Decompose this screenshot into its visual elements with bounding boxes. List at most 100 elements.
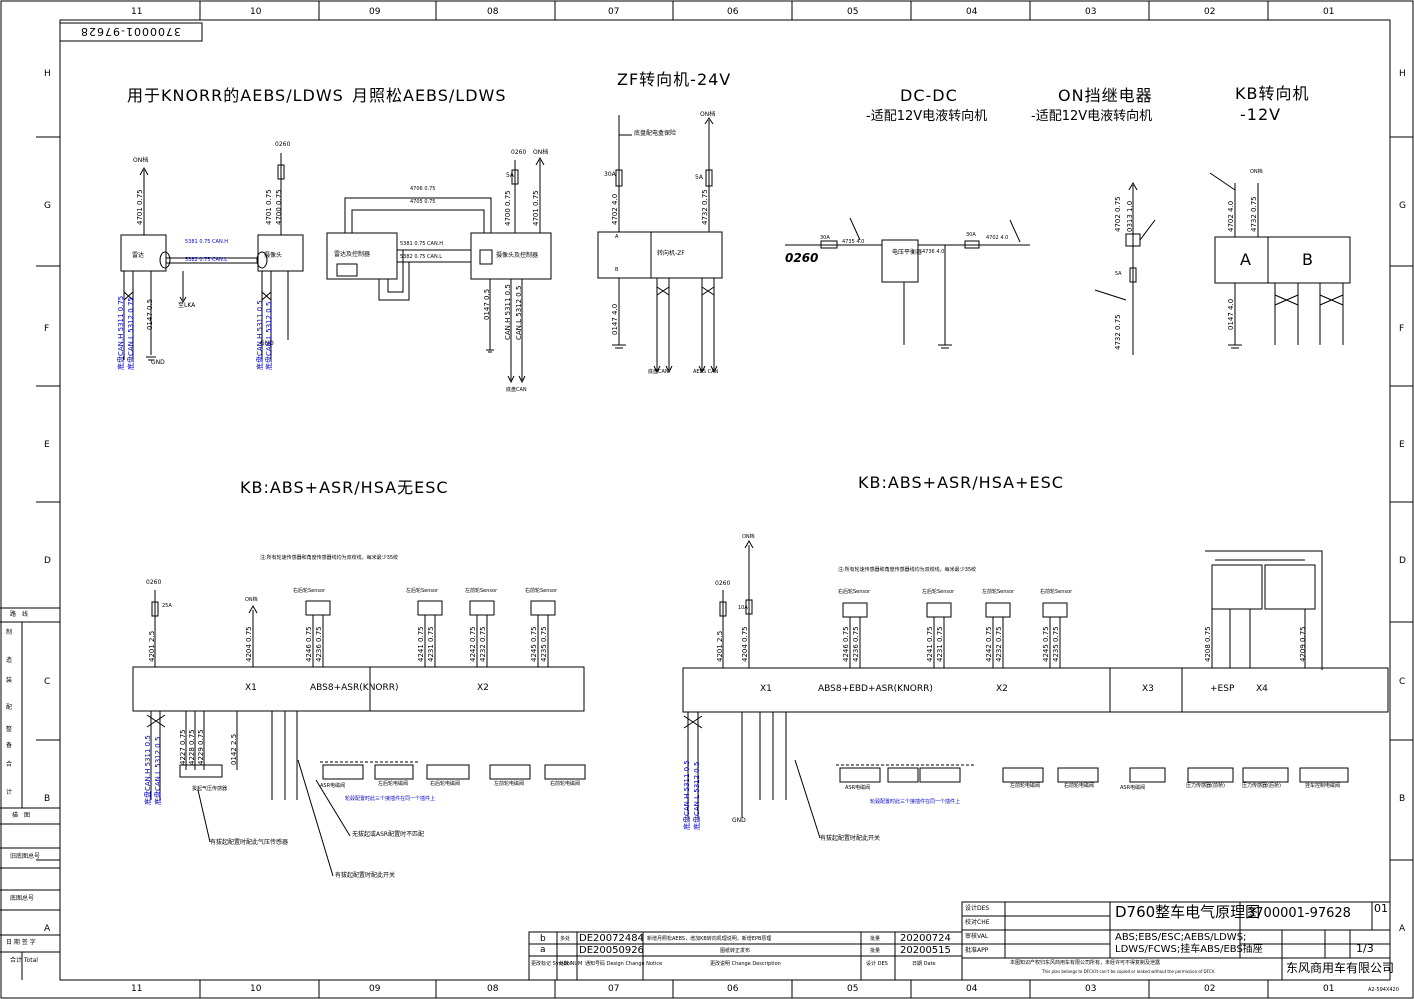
rev-header: 更改说明 Change Description — [710, 961, 781, 967]
grid-row-label: B — [44, 794, 51, 804]
wire-label: 4705 0.75 — [410, 199, 436, 205]
wire-label: 底盘CAN.H 5311 0.5 — [256, 300, 264, 370]
wire-label: 底盘CAN.L 5312 0.5 — [154, 736, 162, 805]
rev-mark: b — [540, 934, 546, 944]
grid-col-label: 02 — [1204, 7, 1216, 17]
wire-label: 0147 0.5 — [146, 298, 154, 330]
grid-col-label: 07 — [608, 984, 620, 994]
left-block-label: 计 — [6, 789, 13, 796]
grid-row-label: G — [1399, 201, 1406, 211]
grid-row-label: A — [1399, 924, 1406, 934]
section-title-dcdc: DC-DC — [900, 86, 958, 105]
grid-col-label: 06 — [727, 7, 739, 17]
rev-header: 通知号码 Design Change Notice — [585, 961, 663, 967]
grid-row-label: C — [44, 677, 51, 687]
wire-label: 4702 4.0 — [986, 235, 1009, 241]
rev-header: 日期 Date — [912, 961, 936, 967]
wire-label: 0313 1.0 — [1126, 200, 1134, 232]
wire-label: 4701 0.75 — [136, 189, 144, 225]
blue-annotation: 轮毂配置时此三个接插件在同一个插件上 — [345, 796, 436, 802]
sensor-label: 左后轮Sensor — [406, 588, 439, 594]
grid-row-label: H — [1399, 69, 1406, 79]
fuse-label: 0260 — [275, 141, 291, 148]
valve-label: 左前轮电磁阀 — [1010, 783, 1041, 789]
press-sensor-label: 压力传感器(前桥) — [1186, 783, 1225, 789]
grid-row-label: D — [44, 556, 51, 566]
wire-label: 底盘CAN.L 5312 0.5 — [265, 301, 273, 370]
wire-label: 4736 4.0 — [922, 249, 945, 255]
rev-designer: 批量 — [870, 948, 881, 954]
wire-label: 4242 0.75 — [985, 626, 993, 662]
wire-label: 4231 0.75 — [427, 626, 435, 662]
wire-label: 5381 0.75 CAN.H — [400, 241, 444, 247]
sensor-label: 右前轮Sensor — [1040, 589, 1073, 595]
rev-notice: DE20072484 — [579, 933, 644, 944]
wire-label: 0147 4.0 — [1227, 298, 1235, 330]
left-block-label: 备 — [6, 742, 13, 749]
grid-col-label: 10 — [250, 984, 262, 994]
left-block-label: 配 — [6, 704, 13, 711]
wire-label: 4236 0.75 — [315, 626, 323, 662]
grid-col-label: 05 — [847, 7, 859, 17]
pressure-sensor-label: 拔起气压传感器 — [192, 786, 228, 792]
wire-label: 4700 0.75 — [275, 189, 283, 225]
check-label: 校对CHE — [965, 919, 990, 926]
rev-date: 20200515 — [900, 945, 951, 956]
wire-label: CAN.H 5311 0.5 — [504, 284, 512, 340]
asr-valve-label: ASR电磁阀 — [845, 785, 871, 791]
pin-a-label: A — [615, 234, 619, 240]
left-block-label: 整 — [6, 726, 13, 733]
wire-label: 4735 4.0 — [842, 239, 865, 245]
lka-label: 至LKA — [178, 302, 196, 309]
rev-desc: 新增月照松AEBS，增加KB转向机理说明，新增EPB原理 — [647, 936, 772, 942]
left-block-label: 造 — [6, 657, 13, 664]
x1-label: X1 — [760, 684, 772, 694]
radar-label: 雷达 — [132, 252, 145, 259]
fuse-5a-label: 5A — [506, 172, 514, 179]
asr-valve-label: ASR电磁阀 — [320, 783, 346, 789]
grid-row-label: E — [1399, 440, 1405, 450]
wire-label: 4732 0.75 — [701, 189, 709, 225]
wire-label: 5382 0.75 CAN.L — [185, 257, 228, 263]
grid-row-label: D — [1399, 556, 1406, 566]
wire-label: 5382 0.75 CAN.L — [400, 254, 443, 260]
drawing-number-tag: 3700001-97628 — [80, 25, 181, 38]
grid-col-label: 04 — [966, 7, 978, 17]
left-block-label: 装 — [6, 677, 13, 684]
grid-row-label: F — [1399, 324, 1405, 334]
blue-annotation: 轮毂配置时此三个接插件在同一个插件上 — [870, 799, 961, 805]
wire-label: 4706 0.75 — [410, 186, 436, 192]
sensor-label: 右后轮Sensor — [838, 589, 871, 595]
grid-col-label: 08 — [487, 984, 499, 994]
x2-label: X2 — [996, 684, 1008, 694]
section-title-yuezhaosong-aebs: 月照松AEBS/LDWS — [352, 86, 507, 105]
valve-label: 右前轮电磁阀 — [1064, 783, 1095, 789]
zf-fuse-label: 底盘配电盒保险 — [634, 130, 677, 137]
wire-label: 4209 0.75 — [1299, 626, 1307, 662]
wire-label: 4242 0.75 — [469, 626, 477, 662]
sensor-note: 注:所有轮速传感器和角度传感器线均为双绞线，每米最少35绞 — [838, 567, 977, 573]
sensor-label: 左后轮Sensor — [922, 589, 955, 595]
fuse-30a-label: 30A — [966, 232, 976, 238]
fuse-label: 0260 — [715, 580, 731, 587]
esp-label: +ESP — [1210, 684, 1235, 694]
wire-label: 4701 0.75 — [265, 189, 273, 225]
rev-notice: DE20050926 — [579, 945, 644, 956]
grid-col-label: 05 — [847, 984, 859, 994]
wire-label: 4235 0.75 — [540, 626, 548, 662]
wire-label: 4204 0.75 — [245, 626, 253, 662]
sensor-label: 左前轮Sensor — [465, 588, 498, 594]
grid-col-label: 11 — [131, 984, 143, 994]
chassis-can-label: 底盘CAN — [648, 369, 669, 375]
sensor-label: 右后轮Sensor — [293, 588, 326, 594]
rev-header: 更改标记 Symbol — [531, 961, 572, 967]
grid-col-label: 09 — [369, 984, 381, 994]
camera-label: 摄像头 — [264, 252, 283, 259]
press-sensor-label: 压力传感器(后桥) — [1242, 783, 1281, 789]
grid-row-label: C — [1399, 677, 1406, 687]
rev-mark: a — [540, 945, 546, 955]
rev-designer: 批量 — [870, 936, 881, 942]
pin-b-label: B — [615, 267, 619, 273]
